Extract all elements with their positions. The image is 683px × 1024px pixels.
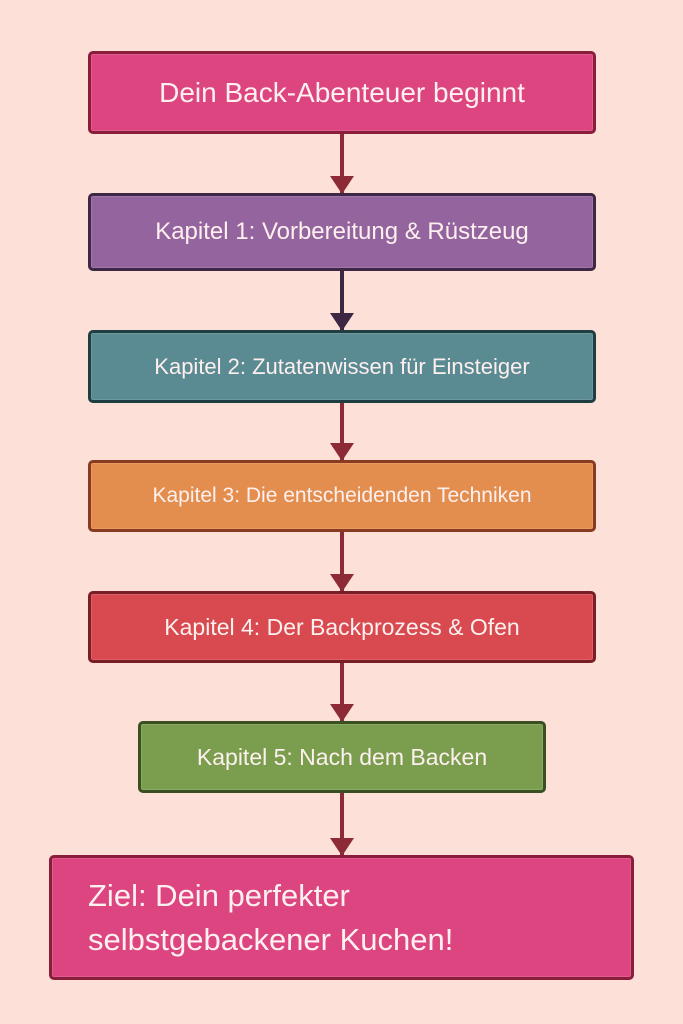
chapter-2-label: Kapitel 2: Zutatenwissen für Einsteiger — [154, 353, 530, 379]
arrow-ch1-to-ch2 — [330, 271, 354, 331]
chapter-3-node: Kapitel 3: Die entscheidenden Techniken — [88, 460, 596, 532]
chapter-5-node: Kapitel 5: Nach dem Backen — [138, 721, 546, 793]
arrow-ch4-to-ch5 — [330, 663, 354, 722]
arrow-ch5-to-goal — [330, 793, 354, 856]
arrow-start-to-ch1 — [330, 134, 354, 194]
chapter-2-node: Kapitel 2: Zutatenwissen für Einsteiger — [88, 330, 596, 403]
chapter-3-label: Kapitel 3: Die entscheidenden Techniken — [152, 484, 532, 507]
chapter-5-label: Kapitel 5: Nach dem Backen — [196, 743, 488, 770]
chapter-1-label: Kapitel 1: Vorbereitung & Rüstzeug — [155, 218, 529, 245]
start-node: Dein Back-Abenteuer beginnt — [88, 51, 596, 134]
goal-label-line2: selbstgebackener Kuchen! — [88, 921, 454, 957]
chapter-1-node: Kapitel 1: Vorbereitung & Rüstzeug — [88, 193, 596, 271]
goal-label-line1: Ziel: Dein perfekter — [88, 877, 350, 913]
chapter-4-node: Kapitel 4: Der Backprozess & Ofen — [88, 591, 596, 663]
goal-node: Ziel: Dein perfekter selbstgebackener Ku… — [49, 855, 634, 980]
chapter-4-label: Kapitel 4: Der Backprozess & Ofen — [164, 613, 520, 640]
start-label: Dein Back-Abenteuer beginnt — [159, 76, 525, 108]
arrow-ch3-to-ch4 — [330, 532, 354, 592]
arrow-ch2-to-ch3 — [330, 403, 354, 461]
